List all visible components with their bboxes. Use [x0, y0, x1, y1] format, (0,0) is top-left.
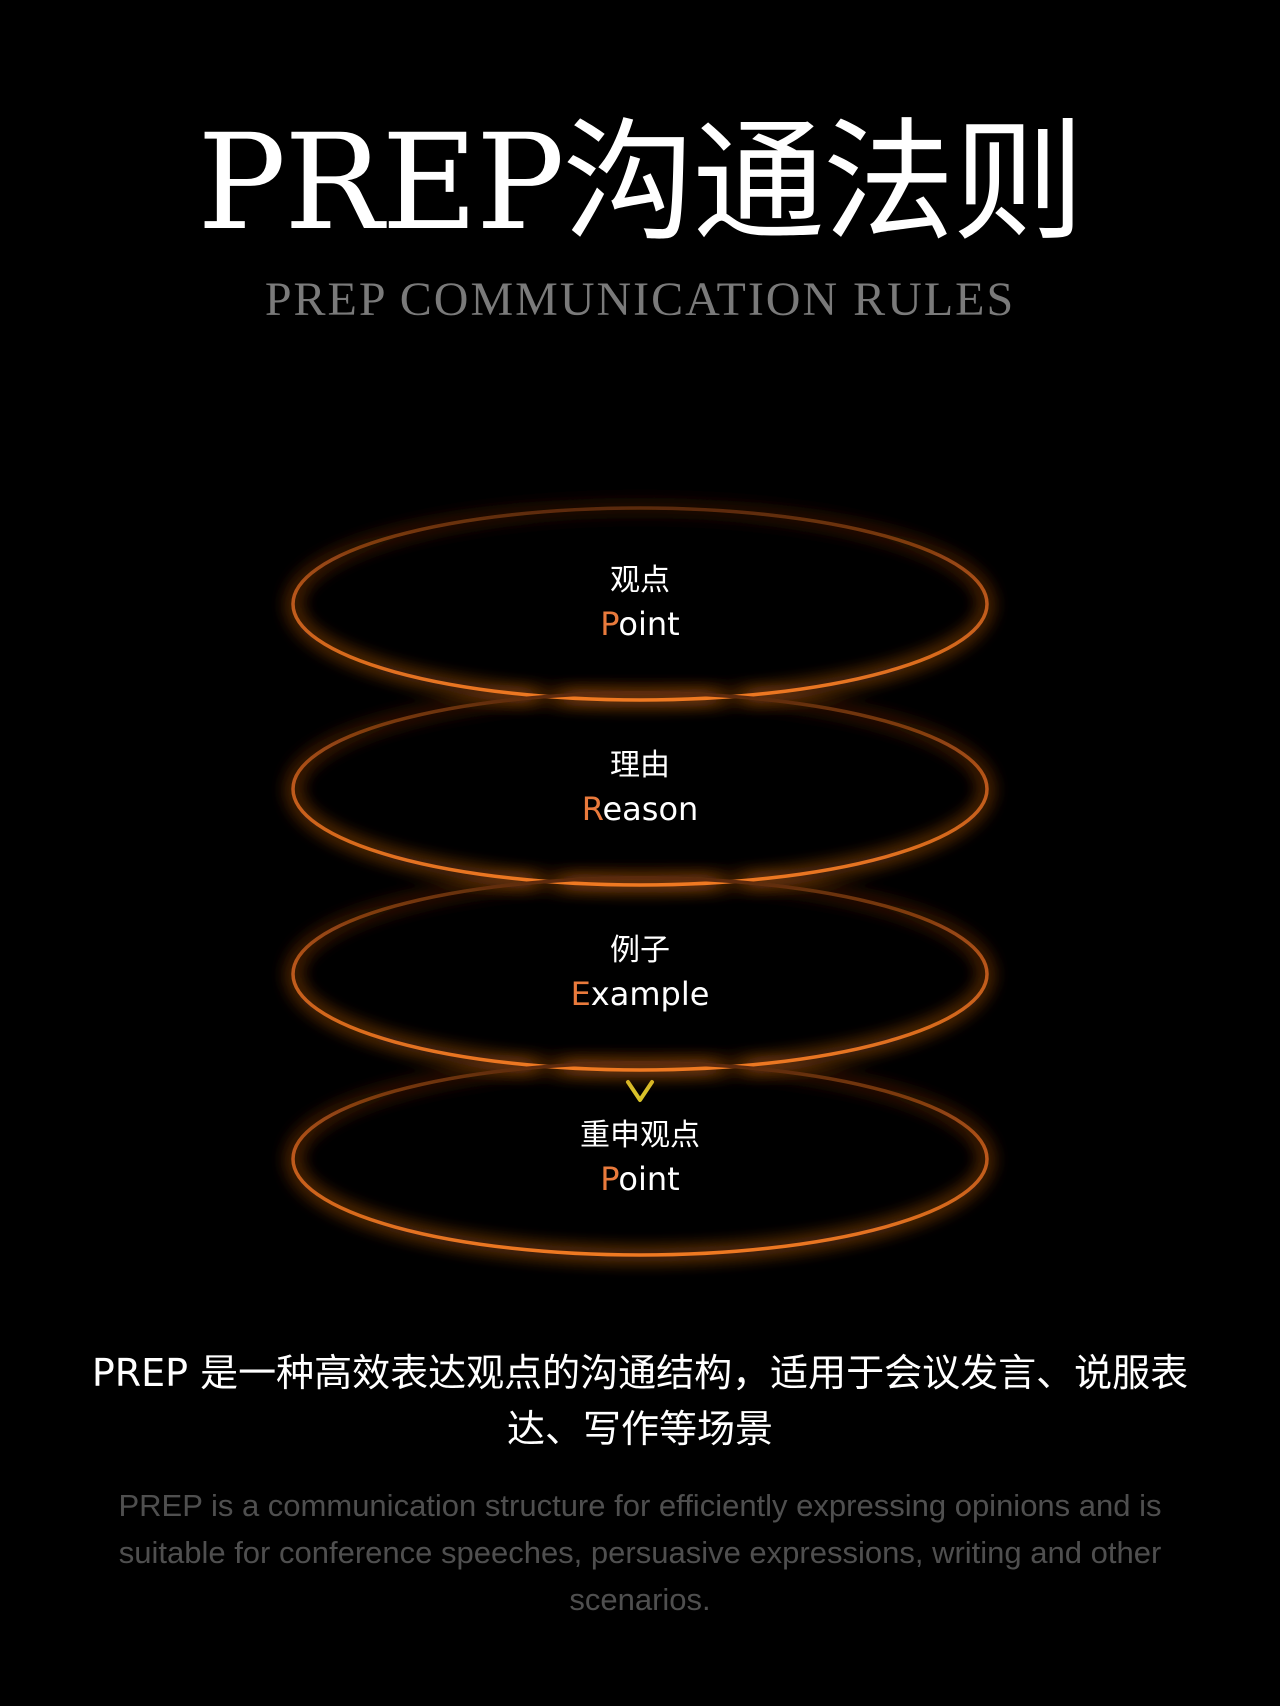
layer-zh: 理由: [610, 748, 670, 783]
layer-en-rest: oint: [618, 1160, 680, 1198]
layer-en-rest: xample: [590, 975, 710, 1013]
layer-en-initial: P: [600, 1160, 619, 1198]
layer-en: Reason: [440, 786, 840, 832]
layer-en: Point: [440, 1156, 840, 1202]
layer-label-reason: 理由 Reason: [440, 746, 840, 832]
layer-en: Example: [440, 971, 840, 1017]
description-english: PREP is a communication structure for ef…: [118, 1488, 1162, 1617]
ring-example: [291, 876, 989, 1072]
page-subtitle: PREP COMMUNICATION RULES: [264, 273, 1016, 326]
layer-en-initial: R: [581, 790, 603, 828]
layer-zh: 例子: [610, 933, 670, 968]
layer-label-point: 观点 Point: [440, 561, 840, 647]
layer-en-rest: eason: [602, 790, 699, 828]
layer-zh: 观点: [610, 563, 670, 598]
page-title: PREP沟通法则: [197, 106, 1084, 260]
description-chinese: PREP 是一种高效表达观点的沟通结构，适用于会议发言、说服表达、写作等场景: [91, 1351, 1189, 1451]
layer-zh: 重申观点: [580, 1118, 700, 1153]
layer-label-restate-point: 重申观点 Point: [440, 1116, 840, 1202]
layer-en-initial: E: [570, 975, 591, 1013]
layer-en: Point: [440, 601, 840, 647]
ring-restate-point: [291, 1061, 989, 1257]
ring-reason: [291, 691, 989, 887]
layer-en-initial: P: [600, 605, 619, 643]
layer-label-example: 例子 Example: [440, 931, 840, 1017]
layer-en-rest: oint: [618, 605, 680, 643]
ring-point: [291, 506, 989, 702]
down-arrow-icon: [626, 1080, 654, 1102]
